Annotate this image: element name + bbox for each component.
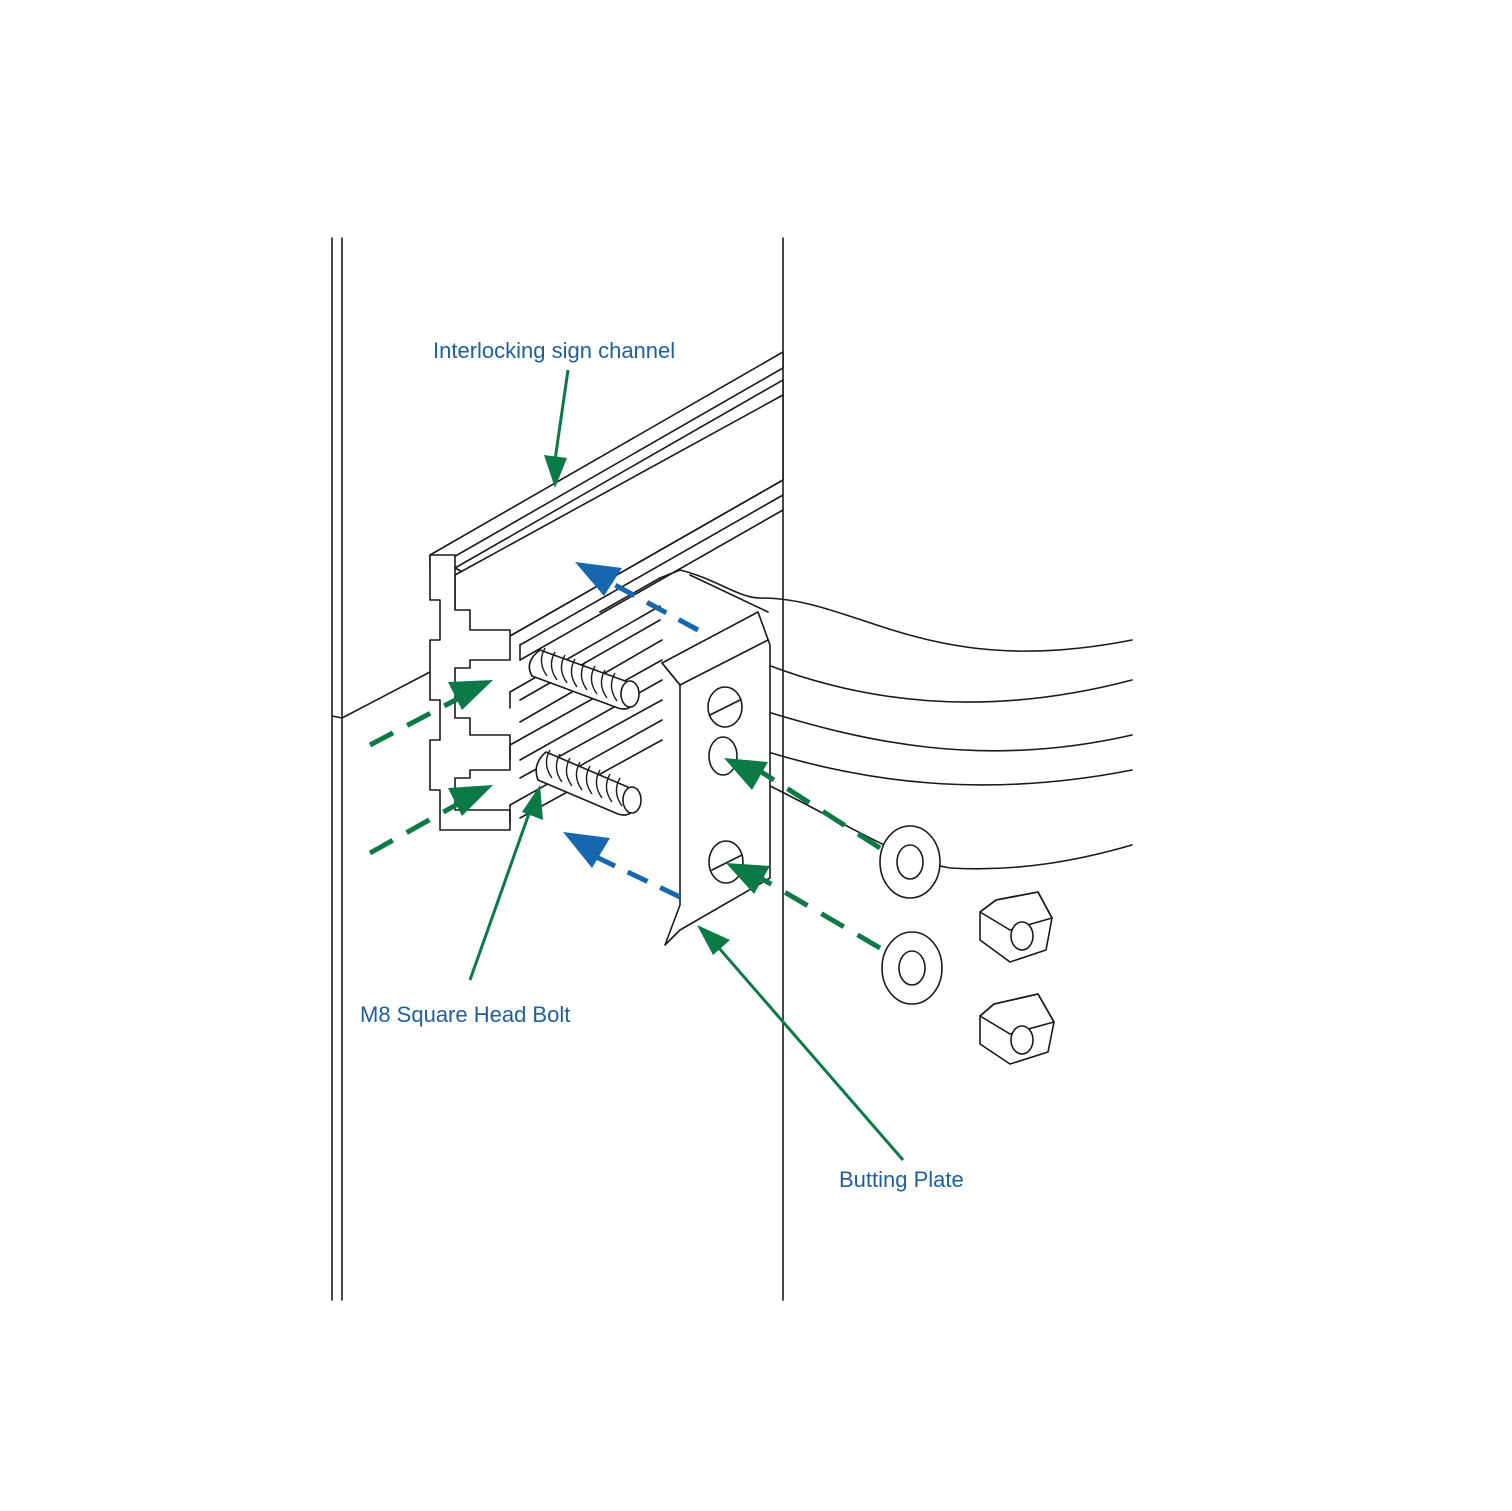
- washer-icon: [879, 825, 943, 1005]
- blue-arrowheads: [563, 562, 622, 868]
- mounting-band-icon: [679, 569, 1133, 870]
- label-m8-square-head-bolt: M8 Square Head Bolt: [360, 1002, 570, 1027]
- label-butting-plate: Butting Plate: [839, 1167, 964, 1192]
- green-arrowheads: [448, 680, 770, 894]
- leader-lines: [468, 369, 905, 1161]
- butting-plate-icon: [661, 611, 771, 946]
- label-interlocking-sign-channel: Interlocking sign channel: [433, 338, 675, 363]
- leader-arrowheads: [522, 455, 730, 955]
- sign-channel-icon: [429, 351, 784, 831]
- blue-assembly-arrows: [590, 575, 700, 900]
- hex-nut-icon: [979, 891, 1055, 1065]
- square-head-bolt-icon: [528, 647, 642, 816]
- green-assembly-arrows: [368, 692, 882, 951]
